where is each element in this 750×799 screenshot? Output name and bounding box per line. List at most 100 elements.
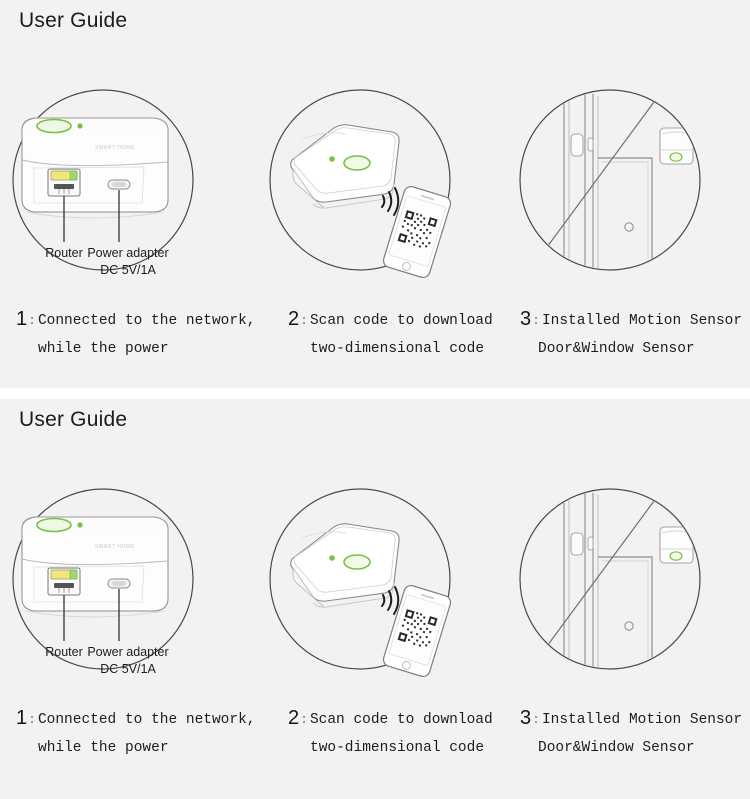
illustration-step-1: SMART HOME <box>4 72 204 290</box>
illustration-step-3 <box>512 72 712 290</box>
illustration-row-1: SMART HOME <box>0 72 750 290</box>
hub-device-rear: SMART HOME <box>21 117 169 219</box>
step-number: 1 <box>16 308 28 330</box>
step-line-2: Door&Window Sensor <box>538 740 695 756</box>
step-line-2: while the power <box>38 341 169 357</box>
door-panel-inner <box>602 560 649 667</box>
circle-outline-icon <box>12 89 194 271</box>
door-window-motion-sensor-svg <box>519 89 701 271</box>
hub-status-led-icon <box>77 522 83 528</box>
step-line-2: while the power <box>38 740 169 756</box>
caption-step-3: 3:Installed Motion Sensor Door&Window Se… <box>520 704 742 762</box>
step-line-1: Installed Motion Sensor <box>541 712 743 728</box>
step-line-1: Connected to the network, <box>37 712 256 728</box>
step-line-1: Scan code to download <box>309 313 493 329</box>
hub-device-rear: SMART HOME <box>21 516 169 618</box>
door-panel-inner <box>602 161 649 268</box>
label-power-rating: DC 5V/1A <box>100 662 156 676</box>
door-window-sensor <box>570 532 594 556</box>
step-line-1: Connected to the network, <box>37 313 256 329</box>
step-line-2: Door&Window Sensor <box>538 341 695 357</box>
ethernet-port-icon <box>47 567 81 596</box>
user-guide-panel-2: User Guide SMART HOME <box>0 399 750 799</box>
phone-home-button-icon <box>401 261 411 271</box>
hub-pair-button-icon <box>343 554 371 570</box>
scene-contents <box>535 94 694 268</box>
step-separator: : <box>532 712 540 727</box>
door-window-motion-sensor-svg <box>519 488 701 670</box>
illustration-row-2: SMART HOME <box>0 471 750 689</box>
step-number: 3 <box>520 308 532 330</box>
hub-status-led-icon <box>77 123 83 129</box>
label-power-rating: DC 5V/1A <box>100 263 156 277</box>
panel-divider <box>0 388 750 399</box>
motion-sensor-led-icon <box>669 551 683 561</box>
hub-device-top <box>290 523 400 608</box>
hub-power-button-icon <box>36 517 72 533</box>
hub-device-top <box>290 124 400 209</box>
step-separator: : <box>28 712 36 727</box>
door-knob-icon <box>624 222 634 232</box>
illustration-step-2 <box>262 72 462 290</box>
door-panel <box>598 556 653 667</box>
caption-row-1: 1: Connected to the network, while the po… <box>0 305 750 381</box>
wifi-signal-icon <box>381 586 400 615</box>
motion-sensor-led-icon <box>669 152 683 162</box>
label-power-adapter: Power adapter <box>87 645 168 659</box>
hub-wifi-phone-qr-svg <box>269 488 452 678</box>
step-number: 2 <box>288 707 300 729</box>
wifi-signal-icon <box>381 187 400 216</box>
circle-outline-icon <box>12 488 194 670</box>
circle-outline-icon <box>519 488 701 670</box>
wall-corner-line <box>535 500 655 662</box>
ethernet-port-icon <box>47 168 81 197</box>
illustration-step-1: SMART HOME <box>4 471 204 689</box>
phone-speaker-icon <box>420 194 435 201</box>
caption-step-2: 2:Scan code to download two-dimensional … <box>288 305 493 363</box>
label-router: Router <box>45 645 83 659</box>
wall-corner-line <box>535 101 655 263</box>
power-port-icon <box>107 578 131 589</box>
step-separator: : <box>300 712 308 727</box>
circle-outline-icon <box>269 89 451 271</box>
step-number: 3 <box>520 707 532 729</box>
hub-brand-text: SMART HOME <box>95 145 135 151</box>
phone-speaker-icon <box>420 593 435 600</box>
circle-outline-icon <box>519 89 701 271</box>
motion-sensor <box>659 127 694 165</box>
caption-step-3: 3:Installed Motion Sensor Door&Window Se… <box>520 305 742 363</box>
scene-contents <box>535 493 694 667</box>
smartphone-device <box>382 584 452 678</box>
illustration-step-3 <box>512 471 712 689</box>
door-window-sensor <box>570 133 594 157</box>
circle-outline-icon <box>269 488 451 670</box>
step-number: 2 <box>288 308 300 330</box>
caption-step-2: 2:Scan code to download two-dimensional … <box>288 704 493 762</box>
step-separator: : <box>532 313 540 328</box>
hub-status-led-icon <box>329 555 335 561</box>
illustration-step-2 <box>262 471 462 689</box>
user-guide-panel-1: User Guide SMART HOME <box>0 0 750 388</box>
gateway-hub-ports-svg: SMART HOME <box>12 488 194 676</box>
power-port-icon <box>107 179 131 190</box>
page-title: User Guide <box>19 408 128 431</box>
page-title: User Guide <box>19 9 128 32</box>
label-power-adapter: Power adapter <box>87 246 168 260</box>
label-router: Router <box>45 246 83 260</box>
hub-power-button-icon <box>36 118 72 134</box>
step-number: 1 <box>16 707 28 729</box>
gateway-hub-ports-svg: SMART HOME <box>12 89 194 277</box>
smartphone-device <box>382 185 452 279</box>
caption-row-2: 1:Connected to the network, while the po… <box>0 704 750 780</box>
step-line-2: two-dimensional code <box>310 341 485 357</box>
door-panel <box>598 157 653 268</box>
motion-sensor <box>659 526 694 564</box>
hub-status-led-icon <box>329 156 335 162</box>
step-line-1: Scan code to download <box>309 712 493 728</box>
caption-step-1: 1:Connected to the network, while the po… <box>16 305 255 363</box>
hub-pair-button-icon <box>343 155 371 171</box>
step-separator: : <box>300 313 308 328</box>
phone-home-button-icon <box>401 660 411 670</box>
step-line-2: two-dimensional code <box>310 740 485 756</box>
